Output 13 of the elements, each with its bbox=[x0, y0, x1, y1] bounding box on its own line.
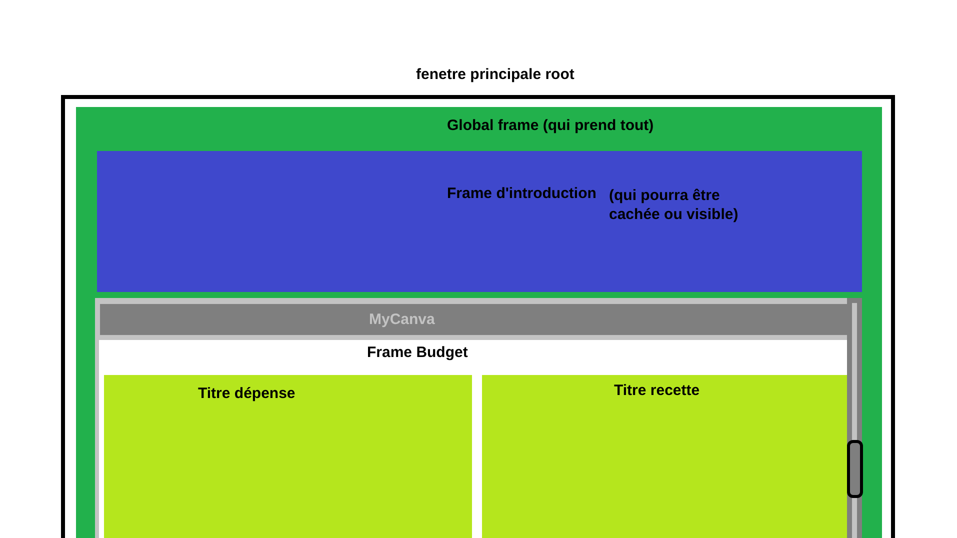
frame-title: Frame Budget bbox=[367, 344, 468, 362]
panel-title: Titre dépense bbox=[198, 385, 296, 403]
expense-panel bbox=[104, 375, 472, 538]
budget-frame bbox=[99, 340, 847, 538]
panel-title: Titre recette bbox=[614, 382, 700, 400]
frame-note: (qui pourra être cachée ou visible) bbox=[609, 186, 740, 224]
income-panel bbox=[482, 375, 847, 538]
canvas-frame bbox=[95, 298, 862, 538]
frame-title: MyCanva bbox=[369, 311, 435, 329]
frame-title: Frame d'introduction bbox=[447, 185, 596, 203]
window-title: fenetre principale root bbox=[416, 66, 574, 84]
intro-frame bbox=[97, 151, 862, 292]
frame-title: Global frame (qui prend tout) bbox=[447, 117, 654, 135]
